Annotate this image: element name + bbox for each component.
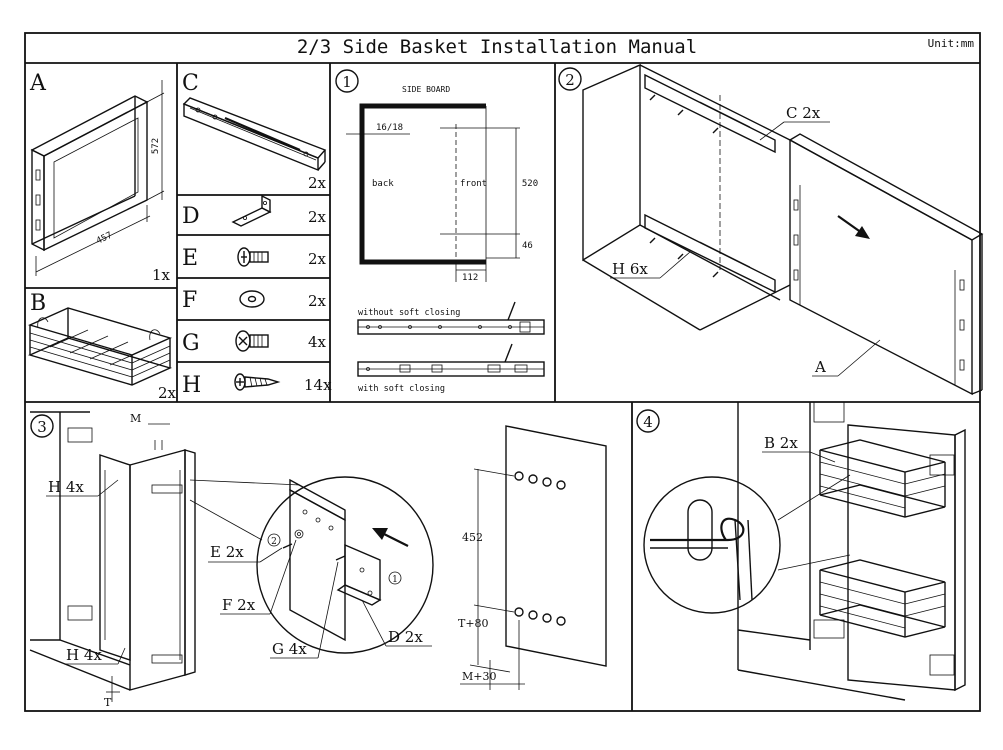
part-a-height-dim: 572 xyxy=(151,138,161,154)
part-f-letter: F xyxy=(182,288,197,313)
part-g-qty: 4x xyxy=(308,333,327,351)
dim-m-plus-30: M+30 xyxy=(462,670,496,683)
detail-magnifier xyxy=(189,476,434,654)
part-b-basket-drawing xyxy=(27,307,173,386)
part-c-slide-drawing xyxy=(182,97,327,172)
side-board-label: SIDE BOARD xyxy=(402,85,450,94)
part-d-qty: 2x xyxy=(308,208,327,226)
part-h-qty: 14x xyxy=(304,376,332,394)
step-2-cabinet-drawing xyxy=(582,63,791,331)
b-2x-callout: B 2x xyxy=(764,434,798,452)
e-2x-callout: E 2x xyxy=(210,543,244,561)
side-board-drawing xyxy=(346,103,520,282)
step-3-badge: 3 xyxy=(30,414,54,438)
hole-pattern-board xyxy=(460,425,607,690)
part-a-width-dim: 457 xyxy=(95,231,114,247)
step-4-cabinet-drawing xyxy=(737,401,966,701)
step-2-badge: 2 xyxy=(558,67,582,91)
f-2x-callout: F 2x xyxy=(222,596,256,614)
slide-without-soft-closing xyxy=(357,301,545,335)
arrow-right-down-icon xyxy=(837,215,870,239)
part-f-qty: 2x xyxy=(308,292,327,310)
dim-46: 46 xyxy=(522,241,533,251)
dim-112: 112 xyxy=(462,273,478,283)
part-g-letter: G xyxy=(182,331,200,356)
svg-text:1: 1 xyxy=(392,575,398,585)
arrow-left-down-icon xyxy=(372,528,409,547)
part-h-letter: H xyxy=(182,373,201,398)
part-d-letter: D xyxy=(182,204,200,229)
part-f-washer-icon xyxy=(239,290,265,308)
step-2-side-board-a xyxy=(788,133,984,396)
part-c-qty: 2x xyxy=(308,174,327,192)
h-6x-callout: H 6x xyxy=(612,260,648,278)
with-soft-closing-label: with soft closing xyxy=(358,384,445,394)
part-g-screw-icon xyxy=(235,330,269,352)
g-4x-callout: G 4x xyxy=(272,640,307,658)
svg-text:2: 2 xyxy=(271,537,277,547)
c-2x-callout: C 2x xyxy=(786,104,821,122)
sub-step-2-badge: 2 xyxy=(267,533,281,547)
h-4x-top-callout: H 4x xyxy=(48,478,84,496)
part-e-letter: E xyxy=(182,246,198,271)
part-e-screw-icon xyxy=(237,247,269,267)
sheet-frame xyxy=(24,32,981,712)
page-title: 2/3 Side Basket Installation Manual xyxy=(297,36,697,58)
part-a-qty: 1x xyxy=(152,266,171,284)
svg-text:3: 3 xyxy=(37,418,47,436)
step-1-badge: 1 xyxy=(335,69,359,93)
step-3-cabinet-drawing xyxy=(29,411,196,702)
back-label: back xyxy=(372,179,394,189)
step-2-screws xyxy=(649,94,719,278)
without-soft-closing-label: without soft closing xyxy=(358,308,460,318)
dim-t-plus-80: T+80 xyxy=(458,617,489,630)
svg-text:2: 2 xyxy=(565,71,575,89)
part-h-wood-screw-icon xyxy=(234,373,281,391)
part-b-letter: B xyxy=(30,291,46,316)
t-label: T xyxy=(104,696,112,709)
step-4-badge: 4 xyxy=(636,409,660,433)
a-callout: A xyxy=(814,358,826,376)
d-2x-callout: D 2x xyxy=(388,628,423,646)
dim-452: 452 xyxy=(462,531,483,544)
front-label: front xyxy=(460,179,487,189)
part-b-qty: 2x xyxy=(158,384,177,402)
dim-16-18: 16/18 xyxy=(376,123,403,133)
svg-text:1: 1 xyxy=(342,73,352,91)
part-c-letter: C xyxy=(182,71,199,96)
hook-detail-magnifier xyxy=(643,474,851,614)
part-a-letter: A xyxy=(29,71,47,96)
lower-basket-drawing xyxy=(819,559,946,638)
upper-basket-drawing xyxy=(819,439,946,518)
svg-text:4: 4 xyxy=(643,413,653,431)
unit-label: Unit:mm xyxy=(928,37,975,50)
part-e-qty: 2x xyxy=(308,250,327,268)
h-4x-bottom-callout: H 4x xyxy=(66,646,102,664)
slide-with-soft-closing xyxy=(357,343,545,377)
m-label: M xyxy=(130,412,141,425)
part-a-frame-drawing xyxy=(30,80,165,276)
dim-520: 520 xyxy=(522,179,538,189)
part-d-bracket-icon xyxy=(231,194,272,227)
sub-step-1-badge: 1 xyxy=(388,571,402,585)
